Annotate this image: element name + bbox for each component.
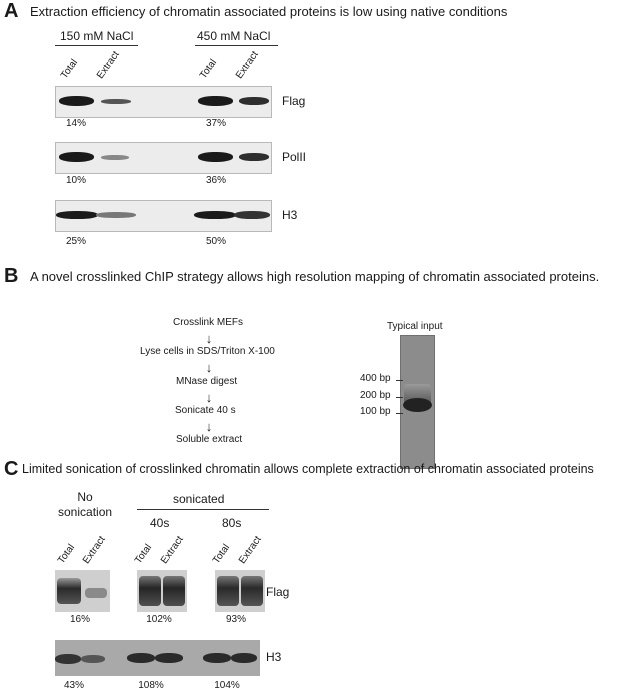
h3-blot-a <box>55 200 272 232</box>
lane-label-extract-1: Extract <box>94 49 122 81</box>
h3-c-pct-2: 108% <box>138 680 164 691</box>
gel-band <box>403 398 432 412</box>
panel-b-letter: B <box>4 265 19 287</box>
step-sonicate: Sonicate 40 s <box>175 405 236 416</box>
flag-c-band-3 <box>139 576 161 606</box>
h3-pct-150: 25% <box>65 236 86 247</box>
polii-pct-150: 10% <box>65 175 86 186</box>
flag-band-extract-150 <box>101 99 131 104</box>
h3-band-total-450 <box>194 211 236 219</box>
flag-blot-c-group2 <box>137 570 187 612</box>
flag-c-pct-3: 93% <box>225 614 246 625</box>
polii-blot <box>55 142 272 174</box>
flag-band-extract-450 <box>239 97 269 105</box>
panel-a-letter: A <box>4 0 19 22</box>
marker-100bp-tick <box>396 413 403 414</box>
lane-c-extract-2: Extract <box>158 534 186 566</box>
flag-blot-c-group3 <box>215 570 265 612</box>
h3-c-band-2 <box>81 655 105 663</box>
lane-c-extract-1: Extract <box>80 534 108 566</box>
condition-450mm-line <box>195 45 278 46</box>
flag-label-a: Flag <box>282 94 306 108</box>
flag-blot-c-group1 <box>55 570 110 612</box>
h3-band-total-150 <box>56 211 98 219</box>
flag-label-c: Flag <box>266 585 290 599</box>
arrow-down-icon: ↓ <box>205 419 213 434</box>
step-crosslink: Crosslink MEFs <box>173 317 244 328</box>
lane-label-extract-2: Extract <box>233 49 261 81</box>
marker-400bp-tick <box>396 380 403 381</box>
h3-c-band-3 <box>127 653 155 663</box>
h3-c-pct-3: 104% <box>214 680 240 691</box>
gel-title: Typical input <box>387 321 443 332</box>
flag-c-band-4 <box>163 576 185 606</box>
lane-c-total-1: Total <box>55 542 78 566</box>
h3-c-band-5 <box>203 653 231 663</box>
lane-c-extract-3: Extract <box>236 534 264 566</box>
condition-150mm-label: 150 mM NaCl <box>60 29 134 43</box>
marker-100bp: 100 bp <box>360 406 391 417</box>
time-80s: 80s <box>222 516 242 530</box>
h3-blot-c <box>55 640 260 676</box>
panel-c-title: Limited sonication of crosslinked chroma… <box>22 462 594 476</box>
h3-c-band-4 <box>155 653 183 663</box>
flag-c-pct-2: 102% <box>146 614 172 625</box>
marker-200bp: 200 bp <box>360 390 391 401</box>
agarose-gel <box>400 335 435 469</box>
step-soluble: Soluble extract <box>176 434 243 445</box>
condition-450mm-label: 450 mM NaCl <box>197 29 271 43</box>
h3-band-extract-450 <box>234 211 270 219</box>
sonicated-line <box>137 509 269 510</box>
sonicated-label: sonicated <box>173 492 225 506</box>
lane-label-total-1: Total <box>58 57 81 81</box>
h3-c-band-6 <box>231 653 257 663</box>
flag-c-band-1 <box>57 578 81 604</box>
h3-band-extract-150 <box>96 212 136 218</box>
panel-c-letter: C <box>4 458 19 480</box>
flag-c-band-2 <box>85 588 107 598</box>
lane-label-total-2: Total <box>197 57 220 81</box>
flag-blot-a <box>55 86 272 118</box>
step-mnase: MNase digest <box>176 376 238 387</box>
arrow-down-icon: ↓ <box>205 360 213 375</box>
flag-pct-450: 37% <box>205 118 226 129</box>
h3-pct-450: 50% <box>205 236 226 247</box>
h3-c-pct-1: 43% <box>63 680 84 691</box>
marker-400bp: 400 bp <box>360 373 391 384</box>
arrow-down-icon: ↓ <box>205 390 213 405</box>
condition-150mm-line <box>55 45 138 46</box>
lane-c-total-3: Total <box>210 542 233 566</box>
panel-a-title: Extraction efficiency of chromatin assoc… <box>30 4 508 19</box>
h3-label-c: H3 <box>266 650 282 664</box>
h3-c-band-1 <box>55 654 81 664</box>
polii-band-total-150 <box>59 152 94 162</box>
flag-band-total-450 <box>198 96 233 106</box>
flag-band-total-150 <box>59 96 94 106</box>
panel-b-title: A novel crosslinked ChIP strategy allows… <box>30 269 600 284</box>
flag-pct-150: 14% <box>65 118 86 129</box>
polii-band-extract-150 <box>101 155 129 160</box>
lane-c-total-2: Total <box>132 542 155 566</box>
polii-label: PolII <box>282 150 307 164</box>
flag-c-pct-1: 16% <box>69 614 90 625</box>
h3-label-a: H3 <box>282 208 298 222</box>
polii-band-extract-450 <box>239 153 269 161</box>
marker-200bp-tick <box>396 397 403 398</box>
polii-pct-450: 36% <box>205 175 226 186</box>
arrow-down-icon: ↓ <box>205 331 213 346</box>
time-40s: 40s <box>150 516 170 530</box>
flag-c-band-6 <box>241 576 263 606</box>
polii-band-total-450 <box>198 152 233 162</box>
step-lyse: Lyse cells in SDS/Triton X-100 <box>140 346 275 357</box>
flag-c-band-5 <box>217 576 239 606</box>
no-sonication-label: No sonication <box>58 490 113 519</box>
